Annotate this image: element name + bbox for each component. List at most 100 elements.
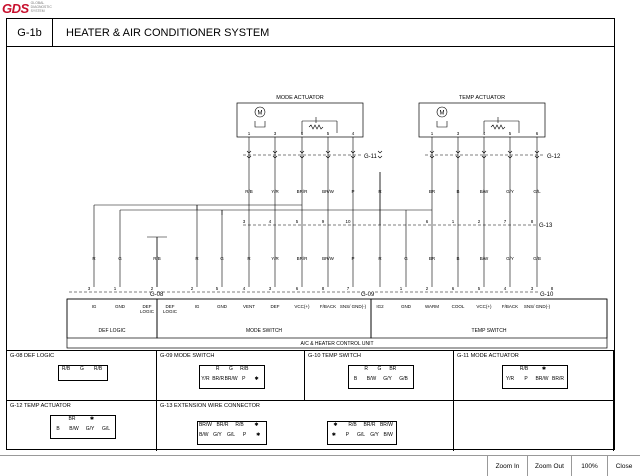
pin-chevron bbox=[536, 155, 540, 159]
g09-pin-number: 2 bbox=[191, 286, 194, 291]
pin-chevron bbox=[379, 155, 383, 159]
connector-pin-label: R/B bbox=[240, 366, 249, 372]
control-unit-label: A/C & HEATER CONTROL UNIT bbox=[300, 341, 373, 347]
pin-chevron bbox=[301, 150, 305, 154]
unit-pin-label: COOL bbox=[452, 304, 465, 309]
connector-pin-label: R/B bbox=[61, 366, 71, 372]
pin-chevron bbox=[455, 155, 459, 159]
lower-wire-label: R bbox=[247, 256, 251, 261]
unit-pin-label: VCC(+) bbox=[476, 304, 492, 309]
connector-pin-label: G/B bbox=[399, 376, 408, 382]
unit-pin-label: VCC(+) bbox=[294, 304, 310, 309]
connector-pin-label: ✱ bbox=[541, 366, 547, 372]
connector-pin-label: B bbox=[56, 426, 60, 432]
unit-pin-label: DEF bbox=[166, 304, 175, 309]
lower-wire-label: G bbox=[118, 256, 122, 261]
connector-view-title: G-13 EXTENSION WIRE CONNECTOR bbox=[160, 403, 260, 409]
unit-pin-label: GND bbox=[115, 304, 126, 309]
unit-pin-label: GND bbox=[401, 304, 412, 309]
close-button[interactable]: Close bbox=[607, 456, 640, 476]
pin-chevron bbox=[429, 155, 433, 159]
pin-chevron bbox=[431, 150, 435, 154]
pin-chevron bbox=[272, 150, 276, 154]
temp-pin-number: 4 bbox=[483, 131, 486, 136]
g08-label: G-08 bbox=[150, 292, 164, 298]
g10-pin-number: 8 bbox=[551, 286, 554, 291]
lower-wire-label: BR/W bbox=[322, 256, 335, 261]
pin-chevron bbox=[325, 150, 329, 154]
mode-pin-number: 5 bbox=[327, 131, 330, 136]
lower-wire-label: B bbox=[456, 256, 459, 261]
connector-face bbox=[502, 365, 568, 389]
pin-chevron bbox=[350, 155, 354, 159]
pin-chevron bbox=[272, 155, 276, 159]
lower-wire-label: Y/R bbox=[271, 256, 279, 261]
g10-label: G-10 bbox=[540, 292, 554, 298]
connector-pin-label: R/B bbox=[235, 422, 244, 428]
lower-wire-label: BR bbox=[429, 256, 436, 261]
connector-pin-label: P bbox=[524, 376, 528, 382]
g08-pin-number: 2 bbox=[151, 286, 154, 291]
temp-pin-number: 6 bbox=[536, 131, 539, 136]
connector-pin-label: G bbox=[229, 366, 233, 372]
temp-pin-number: 1 bbox=[431, 131, 434, 136]
connector-pin-label: P bbox=[345, 432, 350, 438]
connector-pin-label: Y/R bbox=[201, 376, 210, 382]
pin-chevron bbox=[299, 155, 303, 159]
zoom-in-button[interactable]: Zoom In bbox=[487, 456, 527, 476]
pin-chevron bbox=[455, 150, 459, 154]
zoom-out-button[interactable]: Zoom Out bbox=[527, 456, 571, 476]
connector-pin-label: B/W bbox=[199, 432, 209, 438]
g09-pin-number: 5 bbox=[216, 286, 219, 291]
temp-pin-number: 3 bbox=[457, 131, 460, 136]
connector-pin-label: ✱ bbox=[333, 422, 338, 428]
g09-pin-number: 6 bbox=[296, 286, 299, 291]
mode-actuator-label: MODE ACTUATOR bbox=[276, 95, 323, 101]
diagram-header: G-1b HEATER & AIR CONDITIONER SYSTEM bbox=[7, 19, 614, 47]
connector-pin-label: BR/R bbox=[552, 376, 564, 382]
unit-pin-label: LOGIC bbox=[140, 309, 155, 314]
connector-pin-label: BR/R bbox=[363, 422, 376, 428]
connector-pin-label: R bbox=[215, 366, 220, 372]
connector-face bbox=[50, 415, 116, 439]
logo-mark: GDS bbox=[2, 0, 29, 16]
lower-wire-label: R bbox=[195, 256, 199, 261]
connector-pin-label: B/W bbox=[366, 376, 377, 382]
pin-chevron bbox=[431, 155, 435, 159]
lower-wire-label: R bbox=[92, 256, 96, 261]
connector-pin-label: BR/W bbox=[535, 376, 549, 382]
connector-pin-label: G/Y bbox=[213, 432, 222, 438]
upper-wire-label: P bbox=[351, 189, 354, 194]
connector-pin-label: ✱ bbox=[254, 376, 259, 382]
pin-chevron bbox=[379, 150, 383, 154]
connector-pin-label: BR/W bbox=[198, 422, 213, 428]
unit-pin-label: WARM bbox=[425, 304, 439, 309]
pin-chevron bbox=[301, 155, 305, 159]
connector-face bbox=[199, 365, 265, 389]
connector-view-title: G-10 TEMP SWITCH bbox=[308, 353, 361, 359]
g10-pin-number: 1 bbox=[400, 286, 403, 291]
empty-cell bbox=[454, 400, 614, 451]
g13-pin-number: 7 bbox=[504, 219, 507, 224]
mode-pin-number: 3 bbox=[274, 131, 277, 136]
upper-wire-label: G/L bbox=[533, 189, 541, 194]
lower-wire-label: BR/R bbox=[297, 256, 309, 261]
lower-wire-label: G/B bbox=[533, 256, 541, 261]
pin-chevron bbox=[352, 150, 356, 154]
upper-wire-label: G/Y bbox=[506, 189, 514, 194]
connector-pin-label: G/L bbox=[101, 426, 111, 432]
unit-pin-label: DEF bbox=[271, 304, 280, 309]
connector-view-title: G-08 DEF LOGIC bbox=[10, 353, 55, 359]
pin-chevron bbox=[350, 150, 354, 154]
pin-chevron bbox=[429, 150, 433, 154]
temp-actuator-label: TEMP ACTUATOR bbox=[459, 95, 505, 101]
pin-chevron bbox=[327, 155, 331, 159]
diagram-title: HEATER & AIR CONDITIONER SYSTEM bbox=[66, 26, 270, 39]
lower-wire-label: P bbox=[351, 256, 354, 261]
g09-pin-number: 8 bbox=[322, 286, 325, 291]
pin-chevron bbox=[274, 150, 278, 154]
